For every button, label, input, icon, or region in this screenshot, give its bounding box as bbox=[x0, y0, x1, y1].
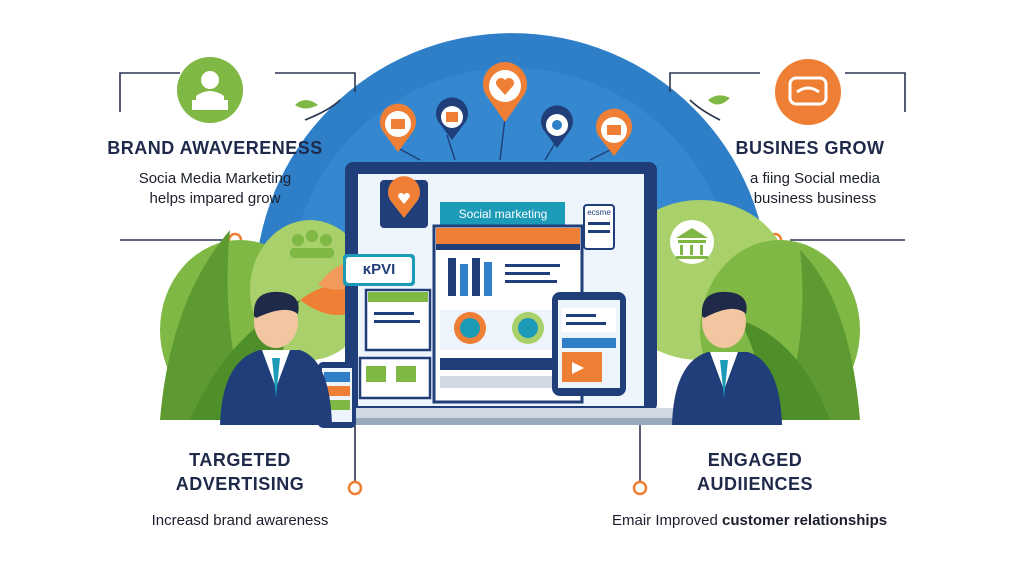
user-badge-icon bbox=[177, 57, 243, 123]
leaf bbox=[708, 95, 730, 105]
brand-awareness-subtitle-2: helps impared grow bbox=[149, 190, 281, 207]
chat-bubble-icon bbox=[775, 59, 841, 125]
box-icon bbox=[436, 97, 468, 140]
bank-icon bbox=[670, 220, 714, 264]
kpvi-badge bbox=[343, 254, 415, 286]
brand-awareness-title: BRAND AWAVERENESS bbox=[107, 138, 323, 158]
business-growth-subtitle-1: a fiing Social media bbox=[749, 170, 881, 187]
engaged-audiences-title-1: ENGAGED bbox=[707, 450, 803, 470]
node-dot-bottom-left bbox=[347, 480, 363, 496]
engaged-audiences-subtitle: Emair Improved customer relationships bbox=[612, 512, 942, 529]
businessman-right bbox=[672, 291, 782, 425]
heart-icon bbox=[483, 62, 527, 122]
store-icon bbox=[596, 108, 632, 156]
chat-card bbox=[380, 176, 428, 228]
camera-icon bbox=[540, 105, 573, 148]
leaf bbox=[295, 100, 318, 109]
targeted-advertising-title-1: TARGETED bbox=[189, 450, 291, 470]
business-growth-title: BUSINES GROW bbox=[735, 138, 885, 158]
targeted-advertising-title-2: ADVERTISING bbox=[175, 474, 305, 494]
business-growth-subtitle-2: business business bbox=[753, 190, 877, 207]
engaged-audiences-subtitle-prefix: Emair Improved bbox=[612, 512, 718, 529]
businessman-left bbox=[220, 291, 332, 425]
tablet bbox=[552, 292, 626, 396]
tag-label: ecsme bbox=[587, 208, 611, 217]
side-window-left bbox=[358, 288, 432, 400]
screen-header-label: Social marketing bbox=[458, 207, 548, 221]
screen-header-bar bbox=[440, 202, 565, 226]
badge-label: ĸPVI bbox=[362, 261, 396, 278]
store-icon bbox=[379, 103, 416, 152]
node-dot-bottom-right bbox=[632, 480, 648, 496]
targeted-advertising-subtitle: Increasd brand awareness bbox=[151, 512, 329, 529]
engaged-audiences-title-2: AUDIIENCES bbox=[696, 474, 813, 494]
tag-card bbox=[583, 204, 615, 250]
brand-awareness-subtitle-1: Socia Media Marketing bbox=[138, 170, 292, 187]
engaged-audiences-subtitle-bold: customer relationships bbox=[722, 512, 888, 529]
team-icon bbox=[290, 230, 334, 258]
